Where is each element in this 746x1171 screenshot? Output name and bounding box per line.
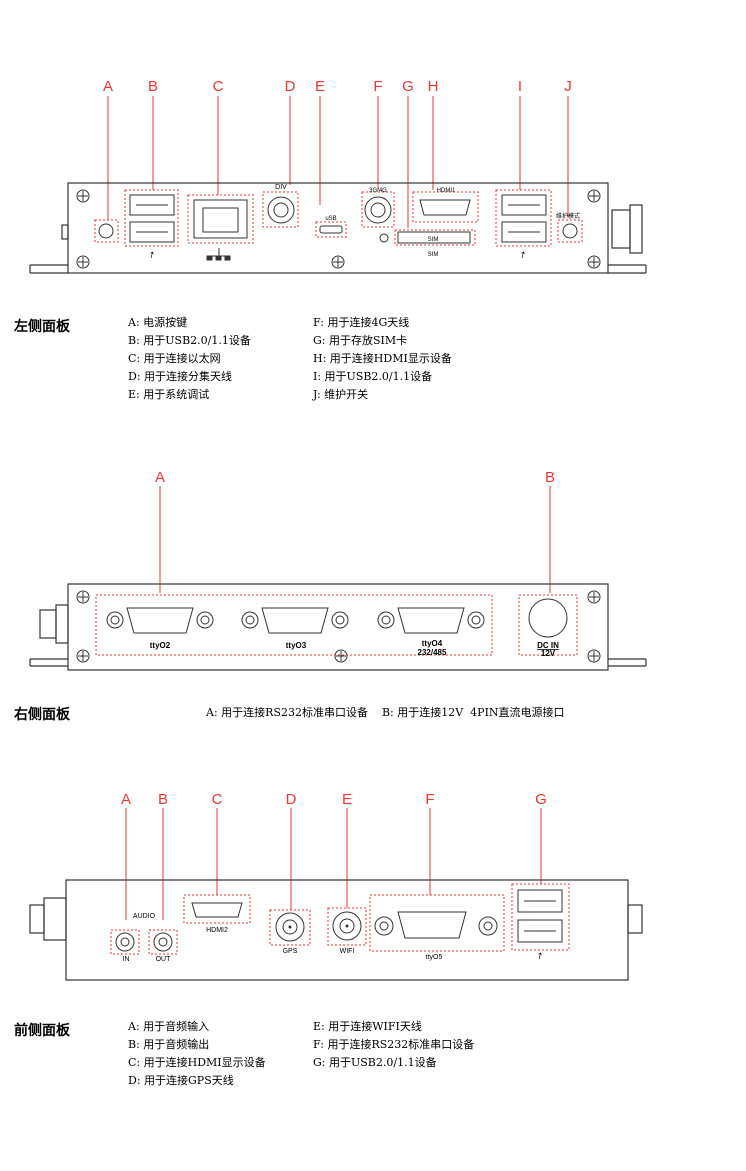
marker-G: G [402, 78, 414, 95]
legend-item: E: 用于连接WIFI天线 [313, 1020, 422, 1033]
left-legend-col1: A: 电源按键 B: 用于USB2.0/1.1设备 C: 用于连接以太网 D: … [128, 314, 251, 404]
hdmi2-label: HDMI2 [206, 927, 228, 934]
marker-A: A [155, 469, 165, 486]
usb-icon: ⭎ [521, 247, 525, 261]
legend-item: D: 用于连接GPS天线 [128, 1074, 234, 1087]
legend-item: A: 电源按键 [128, 316, 188, 329]
marker-B: B [148, 78, 158, 95]
legend-item: A: 用于音频输入 [128, 1020, 210, 1033]
legend-item: A: 用于连接RS232标准串口设备 B: 用于连接12V 4PIN直流电源接口 [206, 706, 565, 719]
tty3-label: ttyO3 [286, 641, 307, 650]
hdmi1-label: HDMI1 [437, 188, 456, 194]
sim-text: SIM [428, 237, 439, 243]
right-panel-title: 右侧面板 [14, 707, 70, 723]
front-legend-col1: A: 用于音频输入 B: 用于音频输出 C: 用于连接HDMI显示设备 D: 用… [128, 1018, 266, 1090]
legend-item: E: 用于系统调试 [128, 388, 210, 401]
legend-item: C: 用于连接HDMI显示设备 [128, 1056, 266, 1069]
front-panel-title: 前侧面板 [14, 1023, 70, 1039]
audio-in-label: IN [123, 956, 130, 963]
legend-item: G: 用于存放SIM卡 [313, 334, 408, 347]
legend-item: I: 用于USB2.0/1.1设备 [313, 370, 433, 383]
left-legend-col2: F: 用于连接4G天线 G: 用于存放SIM卡 H: 用于连接HDMI显示设备 … [313, 314, 452, 404]
legend-item: G: 用于USB2.0/1.1设备 [313, 1056, 437, 1069]
tty4-mode-label: 232/485 [418, 648, 447, 657]
usb-icon: ⭎ [150, 247, 154, 261]
tty2-label: ttyO2 [150, 641, 171, 650]
legend-item: B: 用于音频输出 [128, 1038, 210, 1051]
legend-item: F: 用于连接4G天线 [313, 316, 410, 329]
tty5-label: ttyO5 [426, 954, 443, 961]
tty4-label: ttyO4 [422, 639, 443, 648]
legend-item: J: 维护开关 [313, 388, 369, 401]
audio-out-label: OUT [156, 956, 172, 963]
marker-C: C [212, 791, 223, 808]
marker-E: E [342, 791, 352, 808]
marker-D: D [285, 78, 296, 95]
div-label: DIV [275, 184, 287, 191]
right-legend: A: 用于连接RS232标准串口设备 B: 用于连接12V 4PIN直流电源接口 [206, 704, 565, 722]
audio-label: AUDIO [133, 913, 156, 920]
dcin-label: DC IN [537, 641, 559, 650]
usb-icon: ⭎ [538, 948, 542, 962]
marker-A: A [121, 791, 131, 808]
legend-item: F: 用于连接RS232标准串口设备 [313, 1038, 475, 1051]
maint-label: 维护模式 [556, 212, 580, 220]
legend-item: C: 用于连接以太网 [128, 352, 221, 365]
wifi-label: WIFI [340, 948, 355, 955]
left-panel-diagram: A B C D E F G H I J [29, 78, 647, 274]
marker-E: E [315, 78, 325, 95]
marker-H: H [428, 78, 439, 95]
left-panel-title: 左侧面板 [14, 319, 70, 335]
marker-B: B [158, 791, 168, 808]
gps-label: GPS [283, 948, 298, 955]
marker-I: I [518, 78, 522, 95]
marker-A: A [103, 78, 113, 95]
usb-micro-label: uSB [325, 216, 336, 222]
marker-D: D [286, 791, 297, 808]
marker-F: F [373, 78, 382, 95]
marker-C: C [213, 78, 224, 95]
legend-item: H: 用于连接HDMI显示设备 [313, 352, 452, 365]
left-panel-section: A B C D E F G H I J [0, 0, 746, 420]
right-panel-diagram: A B t [29, 469, 647, 671]
front-panel-section: A B C D E F G AUDIO IN OUT HDMI2 GPS [0, 760, 746, 1171]
right-panel-section: A B t [0, 440, 746, 740]
front-legend-col2: E: 用于连接WIFI天线 F: 用于连接RS232标准串口设备 G: 用于US… [313, 1018, 474, 1072]
legend-item: D: 用于连接分集天线 [128, 370, 233, 383]
marker-B: B [545, 469, 555, 486]
sim-label: SIM [428, 252, 439, 258]
g34-label: 3G/4G [369, 188, 387, 194]
legend-item: B: 用于USB2.0/1.1设备 [128, 334, 251, 347]
marker-F: F [425, 791, 434, 808]
voltage-label: 12V [541, 649, 556, 658]
marker-G: G [535, 791, 547, 808]
marker-J: J [564, 78, 572, 95]
front-panel-diagram: A B C D E F G AUDIO IN OUT HDMI2 GPS [29, 791, 643, 981]
network-icon [206, 248, 231, 261]
